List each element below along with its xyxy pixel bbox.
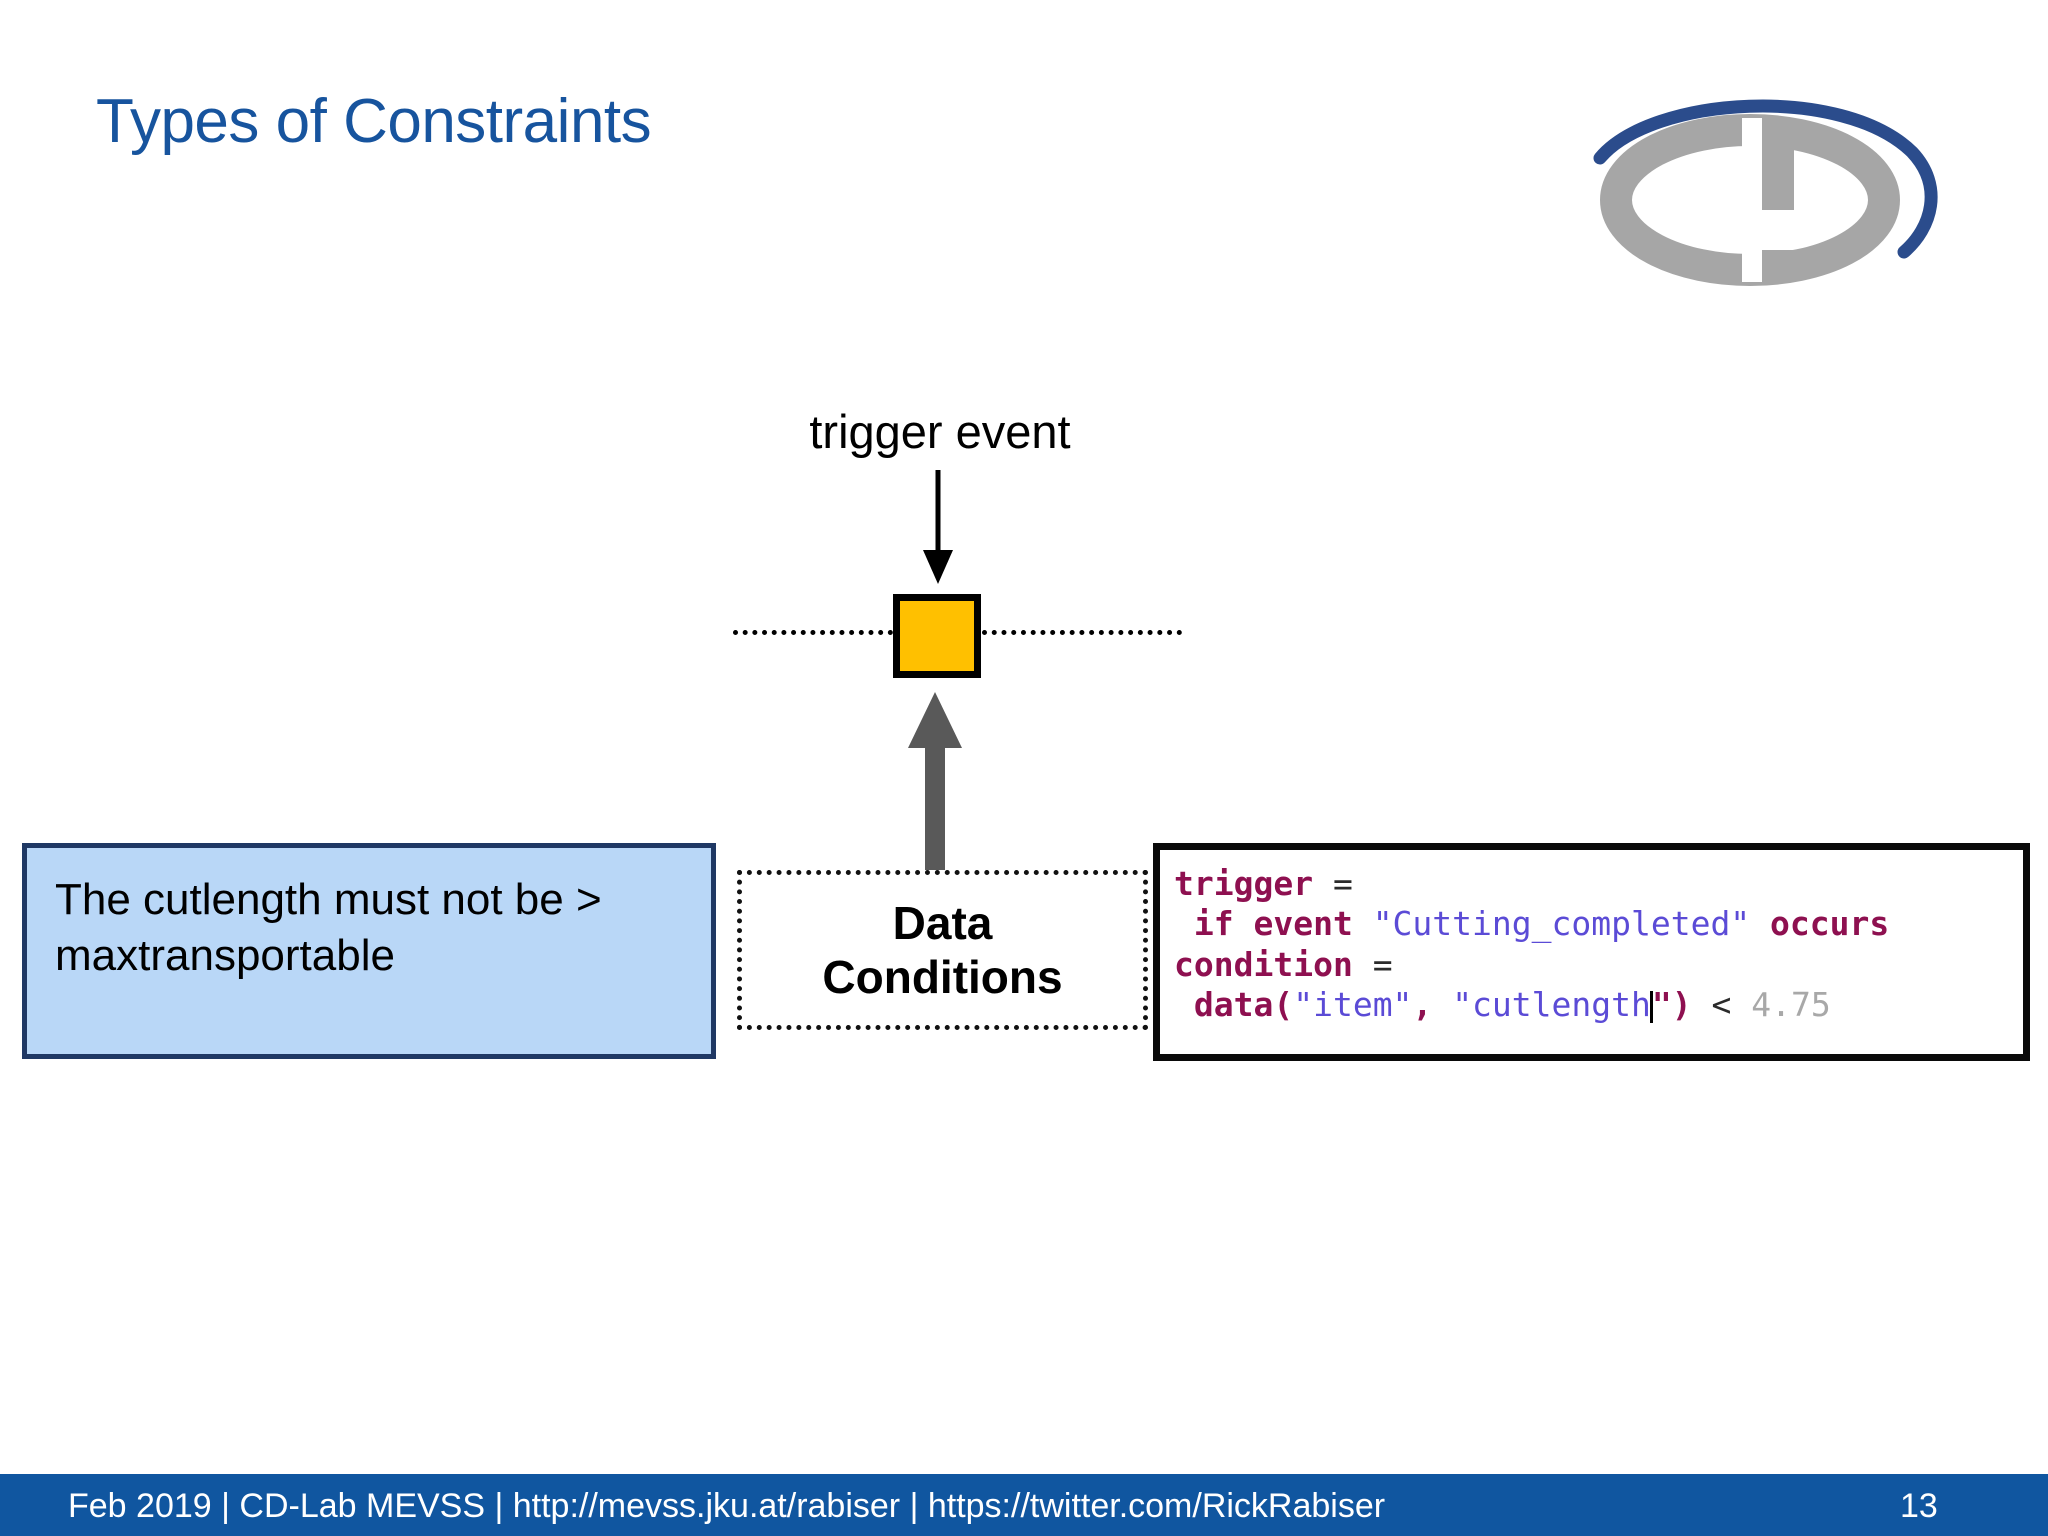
- down-arrow-icon: [908, 470, 968, 586]
- code-token: data: [1174, 984, 1274, 1024]
- footer-bar: [0, 1474, 2048, 1536]
- page-title: Types of Constraints: [96, 87, 652, 156]
- code-token: "Cutting_completed": [1372, 904, 1751, 944]
- trigger-event-label: trigger event: [809, 405, 1071, 458]
- lifeline-dotted-right: [982, 630, 1182, 635]
- code-token: "cutlength: [1452, 984, 1651, 1024]
- data-conditions-label: Data Conditions: [822, 896, 1063, 1003]
- code-token: ": [1651, 984, 1672, 1024]
- lifeline-dotted-left: [733, 630, 893, 635]
- code-token: ,: [1412, 984, 1453, 1024]
- code-token: if event: [1174, 904, 1373, 944]
- code-line: if event "Cutting_completed" occurs: [1174, 904, 2023, 944]
- code-token: condition: [1174, 944, 1353, 984]
- code-line: data("item", "cutlength") < 4.75: [1174, 985, 2023, 1025]
- code-token: =: [1332, 864, 1353, 903]
- code-token: occurs: [1750, 904, 1890, 944]
- code-token: <: [1691, 984, 1752, 1024]
- text-cursor: [1649, 990, 1653, 1023]
- trigger-event-square: [893, 594, 981, 678]
- constraint-text: The cutlength must not be > maxtransport…: [55, 875, 602, 981]
- page-number: 13: [1900, 1487, 1938, 1525]
- cd-lab-logo: [1582, 60, 1942, 305]
- code-editor-box[interactable]: trigger = if event "Cutting_completed" o…: [1153, 843, 2030, 1061]
- code-token: ): [1671, 984, 1692, 1024]
- code-token: trigger: [1174, 864, 1314, 903]
- code-token: [1313, 864, 1333, 903]
- up-arrow-icon: [900, 690, 970, 870]
- code-token: 4.75: [1751, 984, 1831, 1024]
- constraint-box: The cutlength must not be > maxtransport…: [22, 843, 716, 1059]
- code-line: trigger =: [1174, 864, 2023, 904]
- code-token: =: [1372, 944, 1393, 984]
- code-line: condition =: [1174, 945, 2023, 985]
- data-conditions-box: Data Conditions: [737, 870, 1148, 1030]
- cd-lab-logo-graphic: [1593, 99, 1938, 286]
- code-token: "item": [1293, 984, 1413, 1024]
- code-token: [1353, 945, 1373, 984]
- footer-text: Feb 2019 | CD-Lab MEVSS | http://mevss.j…: [68, 1487, 1386, 1525]
- code-token: (: [1273, 984, 1294, 1024]
